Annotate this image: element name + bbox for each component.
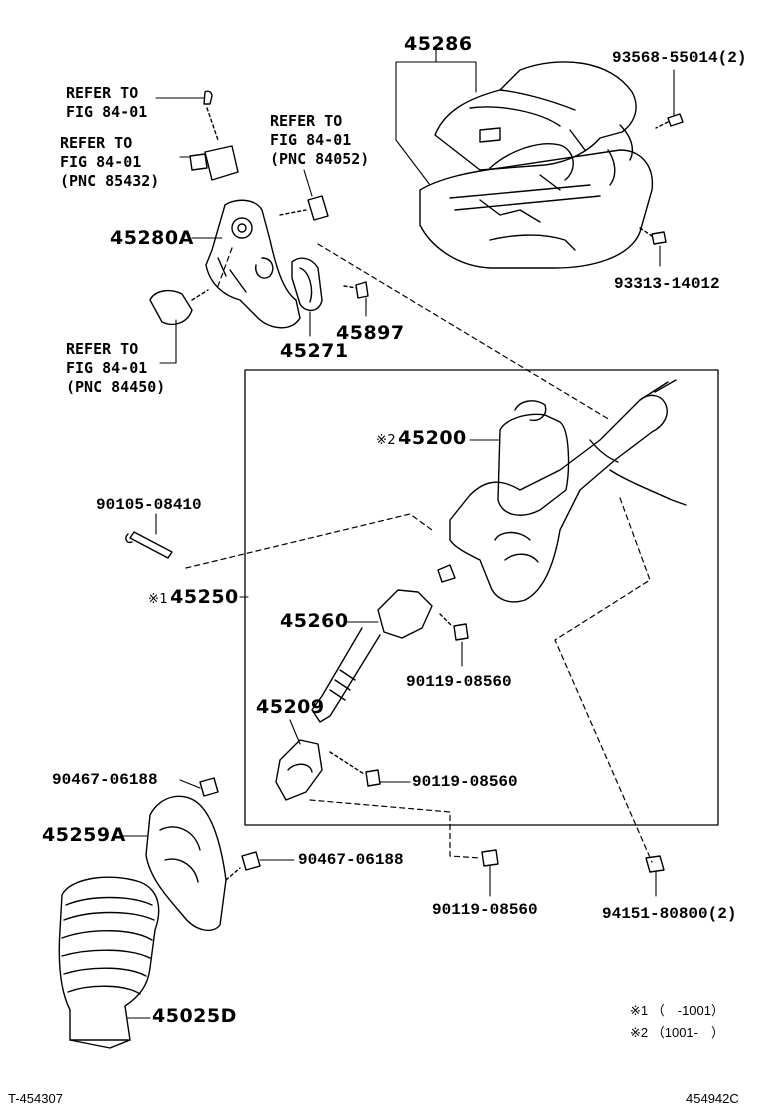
bolt-90119-b: [329, 751, 381, 787]
ref-pnc-84052: REFER TO FIG 84-01 (PNC 84052): [270, 112, 370, 168]
clip-90467-a: [199, 777, 219, 797]
column-main: [437, 379, 687, 603]
leader-lines: [119, 49, 675, 1019]
label-45025d: 45025D: [152, 1005, 237, 1027]
ref-fig-84-01-a: REFER TO FIG 84-01: [66, 84, 148, 121]
label-45260: 45260: [280, 610, 349, 632]
column-assembly-box: [244, 369, 719, 826]
label-90105-08410: 90105-08410: [96, 496, 202, 514]
clip-94151: [645, 855, 665, 873]
clamp-45271: [291, 257, 323, 311]
label-45250-number: 45250: [170, 586, 239, 608]
sensor-84450: [149, 289, 209, 326]
bolt-90119-a: [439, 613, 469, 641]
note-1: ※1 （ -1001）: [630, 1003, 724, 1018]
mark-1: ※1: [148, 592, 169, 607]
label-90119-08560-c: 90119-08560: [432, 901, 538, 919]
u-joint: [275, 739, 323, 801]
label-45271: 45271: [280, 340, 349, 362]
label-90467-06188-a: 90467-06188: [52, 771, 158, 789]
label-45209: 45209: [256, 696, 325, 718]
label-90119-08560-b: 90119-08560: [412, 773, 518, 791]
note-2: ※2 （1001- ）: [630, 1025, 724, 1040]
footer-right-code: 454942C: [686, 1091, 739, 1106]
label-93313-14012: 93313-14012: [614, 275, 720, 293]
screw-93313: [639, 227, 667, 245]
switch-85432: [189, 90, 239, 181]
screw-93568: [655, 113, 684, 129]
mark-2: ※2: [376, 433, 397, 448]
bolt-90105: [125, 531, 173, 559]
label-45280a: 45280A: [110, 227, 194, 249]
label-94151-80800: 94151-80800(2): [602, 905, 737, 923]
ref-pnc-84450: REFER TO FIG 84-01 (PNC 84450): [66, 340, 166, 396]
bolt-90119-c: [481, 849, 499, 867]
ref-pnc-85432: REFER TO FIG 84-01 (PNC 85432): [60, 134, 160, 190]
label-93568-55014: 93568-55014(2): [612, 49, 747, 67]
lock-housing: [205, 199, 301, 329]
sensor-84052: [279, 195, 329, 221]
label-45286: 45286: [404, 33, 473, 55]
label-90467-06188-b: 90467-06188: [298, 851, 404, 869]
label-45897: 45897: [336, 322, 405, 344]
boot-45025d: [58, 876, 160, 1049]
intermediate-shaft: [311, 589, 433, 723]
clip-90467-b: [225, 851, 261, 881]
bolt-45897: [343, 281, 369, 299]
dashed-leaders: [185, 243, 653, 863]
column-cover: [419, 61, 654, 269]
label-45200-number: 45200: [398, 427, 467, 449]
label-45259a: 45259A: [42, 824, 126, 846]
footer-left-code: T-454307: [8, 1091, 63, 1106]
label-90119-08560-a: 90119-08560: [406, 673, 512, 691]
